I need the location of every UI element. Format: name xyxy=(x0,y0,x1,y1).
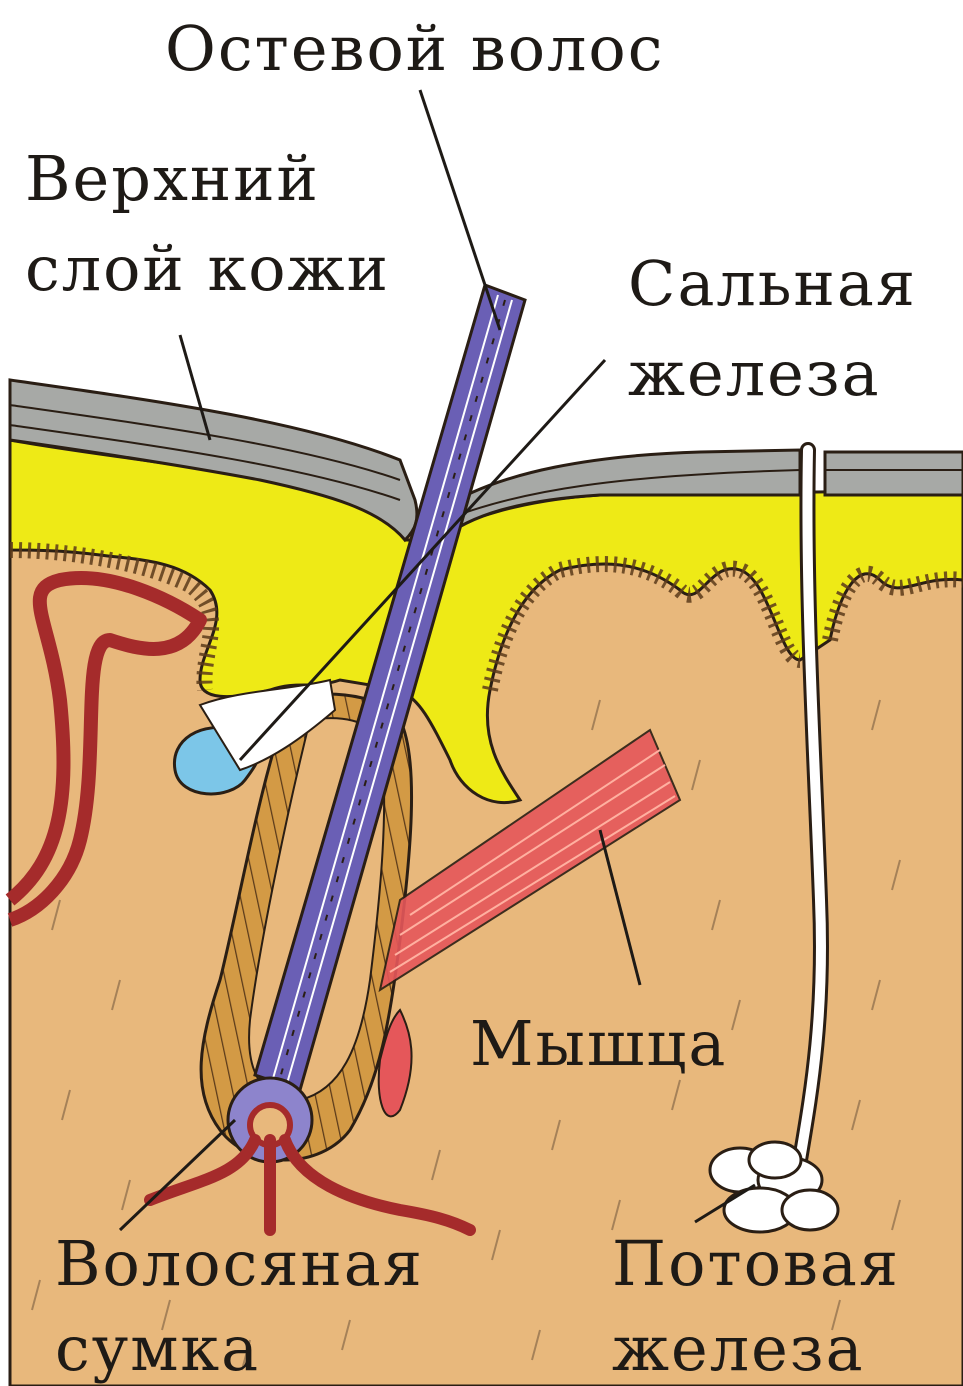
leader-guard-hair xyxy=(420,90,500,330)
label-epidermis-2: слой кожи xyxy=(25,232,390,305)
label-epidermis-1: Верхний xyxy=(25,142,320,215)
label-follicle-1: Волосяная xyxy=(55,1227,424,1300)
label-muscle: Мышца xyxy=(470,1007,727,1080)
label-sweat-2: железа xyxy=(612,1312,865,1385)
label-follicle-2: сумка xyxy=(55,1312,260,1385)
epidermis-far-right xyxy=(825,452,963,495)
label-sebaceous-1: Сальная xyxy=(628,247,917,320)
label-sweat-1: Потовая xyxy=(612,1227,900,1300)
label-guard-hair: Остевой волос xyxy=(165,12,664,85)
label-sebaceous-2: железа xyxy=(628,337,881,410)
